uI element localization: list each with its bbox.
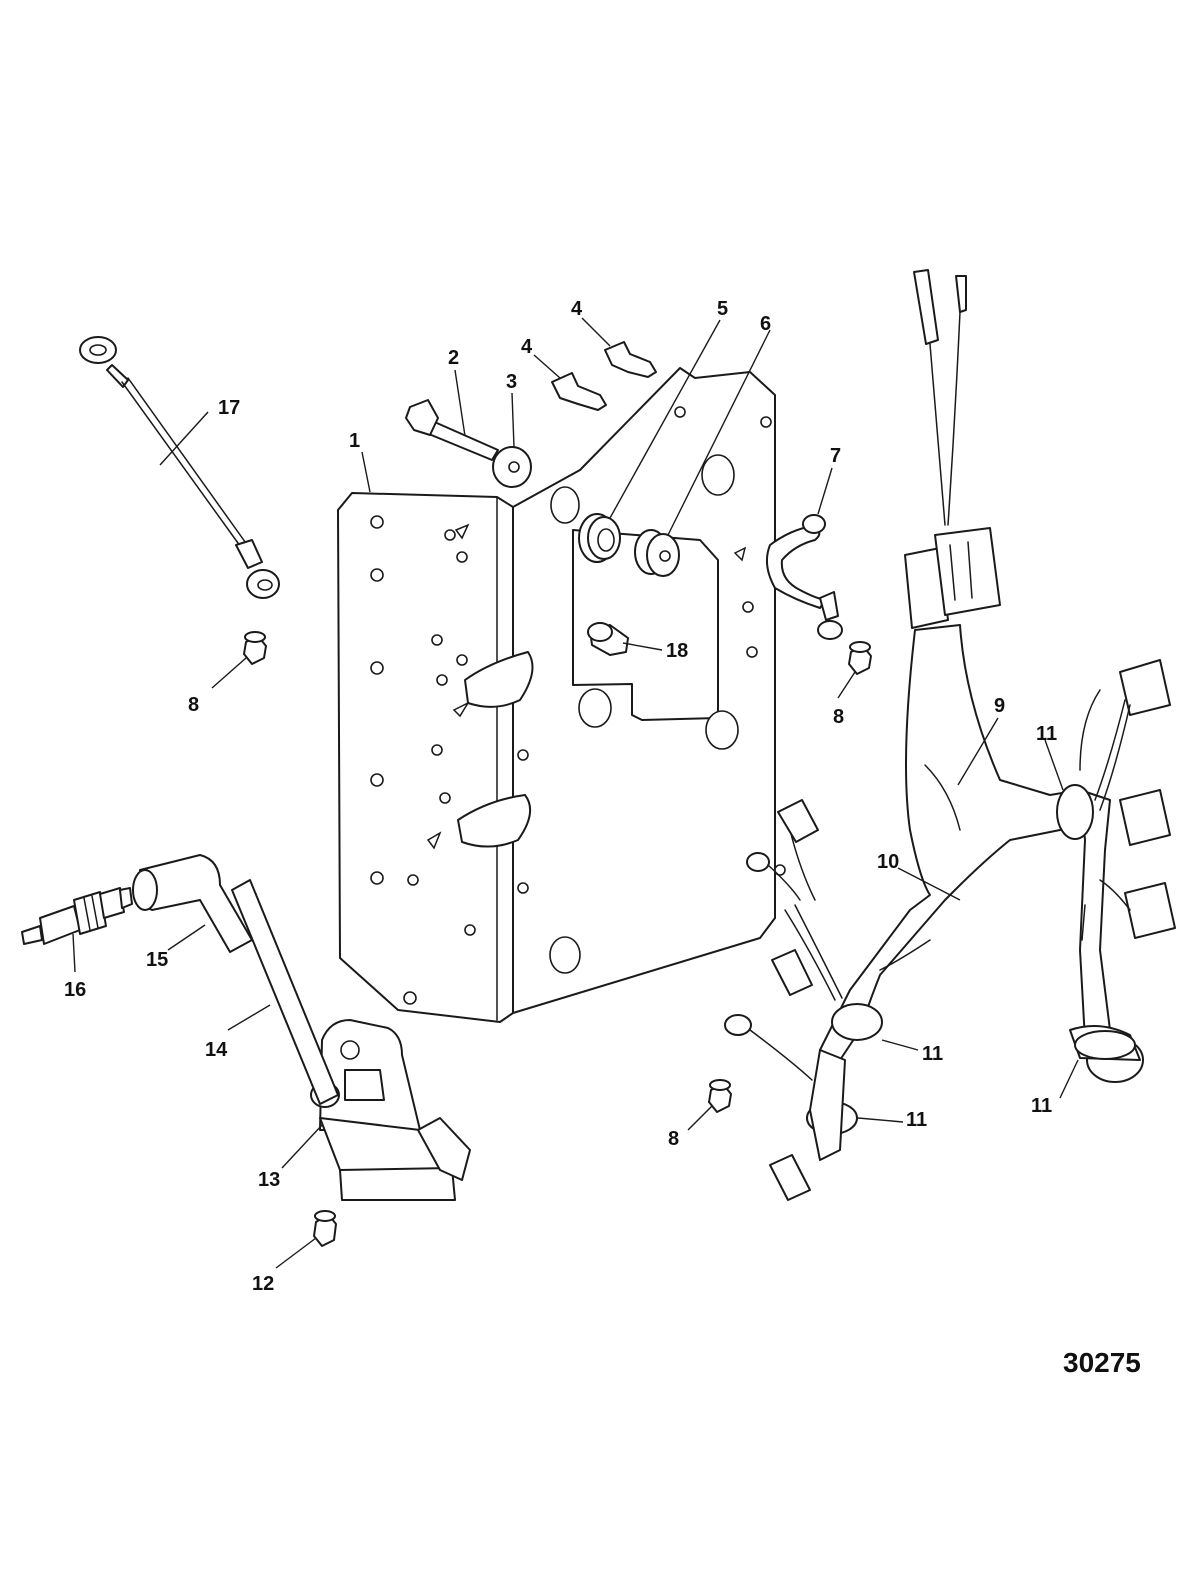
spark-plug [21, 887, 133, 945]
callout-9: 9 [994, 695, 1005, 717]
stud-boss [587, 622, 629, 656]
spacer [634, 529, 680, 577]
bolt-small-c [708, 1079, 732, 1113]
callout-1: 1 [349, 430, 360, 452]
grommet [578, 513, 621, 563]
spark-plug-boot [132, 854, 253, 953]
leader-lines [72, 317, 1079, 1269]
callout-17: 17 [218, 397, 240, 419]
callout-7: 7 [830, 445, 841, 467]
screw-fastener-a [551, 372, 607, 411]
callout-8a: 8 [188, 694, 199, 716]
callout-4a: 4 [521, 336, 533, 358]
bolt-small-b [848, 641, 872, 675]
screw-fastener-b [604, 341, 657, 378]
ignition-coil [310, 1019, 471, 1201]
callout-14: 14 [205, 1039, 228, 1061]
callout-11b: 11 [922, 1043, 943, 1065]
callout-15: 15 [146, 949, 168, 971]
coil-lead [231, 879, 339, 1105]
callout-11c: 11 [906, 1109, 927, 1131]
bolt [405, 399, 499, 461]
callout-8b: 8 [833, 706, 844, 728]
mounting-plate [337, 367, 786, 1023]
callout-5: 5 [717, 298, 728, 320]
callout-13: 13 [258, 1169, 280, 1191]
callout-11a: 11 [1036, 723, 1057, 745]
callout-3: 3 [506, 371, 517, 393]
callout-18: 18 [666, 640, 688, 662]
figure-number: 30275 [1063, 1347, 1141, 1378]
washer [492, 446, 532, 488]
callout-10: 10 [877, 851, 899, 873]
wiring-harness [724, 269, 1176, 1201]
callout-6: 6 [760, 313, 771, 335]
callout-4b: 4 [571, 298, 583, 320]
callout-2: 2 [448, 347, 459, 369]
bolt-small-a [243, 631, 267, 665]
callout-8c: 8 [668, 1128, 679, 1150]
callout-11d: 11 [1031, 1095, 1052, 1117]
ring-terminal [765, 514, 843, 640]
ground-strap [79, 336, 280, 599]
callout-labels: 1 2 3 4 4 5 6 7 8 8 8 9 10 11 11 11 11 1… [64, 298, 1057, 1295]
bolt-mount [313, 1210, 337, 1247]
callout-12: 12 [252, 1273, 274, 1295]
callout-16: 16 [64, 979, 86, 1001]
